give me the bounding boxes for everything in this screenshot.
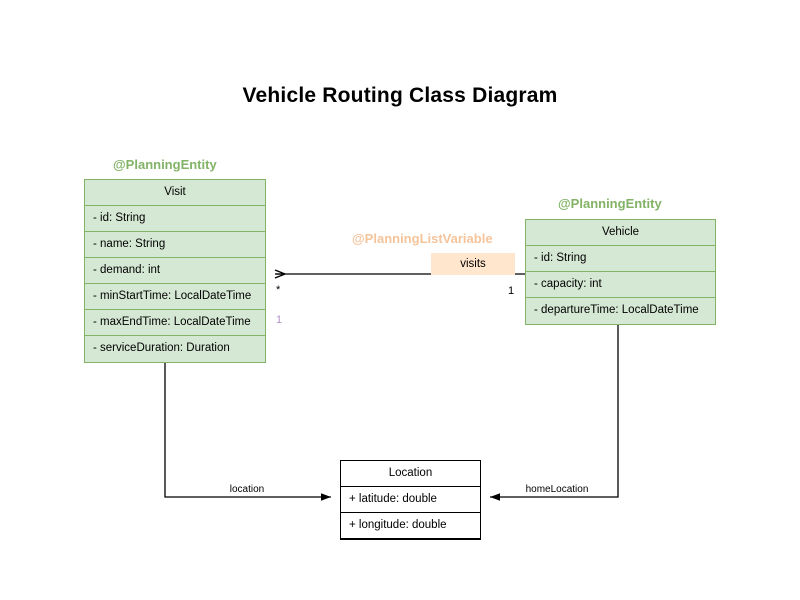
class-box-vehicle[interactable]: Vehicle - id: String - capacity: int - d… [525, 219, 716, 325]
class-attribute: - id: String [85, 206, 265, 232]
page-title: Vehicle Routing Class Diagram [242, 84, 558, 107]
class-box-visit[interactable]: Visit - id: String - name: String - dema… [84, 179, 266, 363]
class-attribute: - id: String [526, 246, 715, 272]
class-name-location: Location [341, 461, 480, 487]
multiplicity-vehicle-one: 1 [508, 285, 515, 297]
edge-label-location: location [229, 484, 265, 495]
class-attribute: - departureTime: LocalDateTime [534, 304, 699, 316]
edge-label-home-location: homeLocation [525, 484, 589, 495]
connector-location [164, 362, 331, 501]
connector-home-location [490, 322, 619, 501]
multiplicity-visit-one: 1 [276, 314, 283, 326]
multiplicity-visit-many: * [276, 284, 281, 296]
class-attribute: - capacity: int [526, 272, 715, 298]
class-attribute: - maxEndTime: LocalDateTime [85, 310, 265, 336]
class-attribute: - demand: int [85, 258, 265, 284]
edge-label-visits: visits [431, 253, 515, 275]
annotation-planning-list-variable: @PlanningListVariable [352, 231, 493, 246]
class-box-location[interactable]: Location + latitude: double + longitude:… [340, 460, 481, 540]
class-attribute: - serviceDuration: Duration [93, 342, 230, 354]
class-name-visit: Visit [85, 180, 265, 206]
class-attribute: - minStartTime: LocalDateTime [85, 284, 265, 310]
class-name-vehicle: Vehicle [526, 220, 715, 246]
class-attribute: + latitude: double [341, 487, 480, 513]
class-attribute: - name: String [85, 232, 265, 258]
annotation-visit-planning-entity: @PlanningEntity [113, 157, 217, 172]
class-attribute: + longitude: double [341, 513, 480, 539]
annotation-vehicle-planning-entity: @PlanningEntity [558, 196, 662, 211]
